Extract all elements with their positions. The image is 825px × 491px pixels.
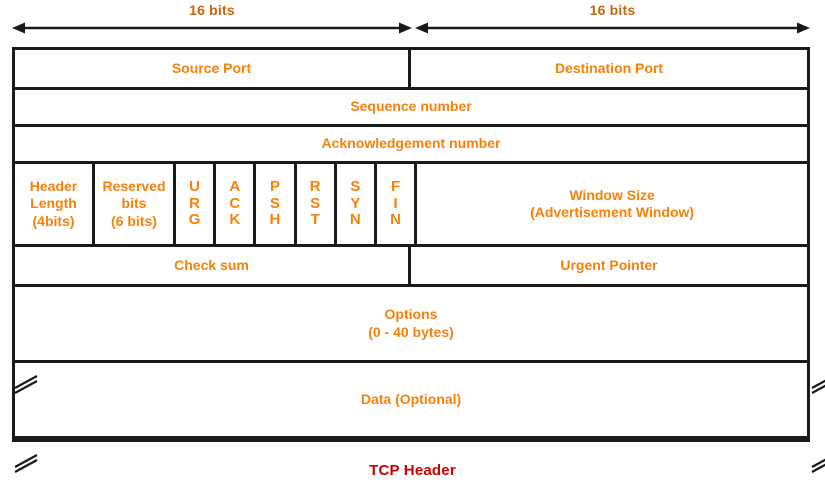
flag-fin-l3: N [390,211,401,229]
flag-rst-l3: T [310,211,320,229]
row-data: Data (Optional) [15,363,807,439]
flag-ack-l2: C [229,194,241,212]
ruler-label-right: 16 bits [589,2,636,18]
field-sequence-number: Sequence number [350,98,472,115]
flag-rst-l1: R [309,177,321,195]
field-reserved-bits: Reserved bits (6 bits) [95,164,176,244]
flag-urg-l2: R [189,194,200,212]
ruler-label-left: 16 bits [189,2,235,18]
field-flag-urg: U R G [176,164,217,244]
options-line2: (0 - 40 bytes) [368,323,454,340]
field-flag-ack: A C K [216,164,257,244]
header-length-line2: Length [30,195,77,212]
tcp-packet-table: Source Port Destination Port Sequence nu… [12,47,825,473]
row-checksum: Check sum Urgent Pointer [15,247,807,287]
flag-fin-letters: F I N [390,177,401,229]
ruler-half-left: 16 bits [12,0,412,46]
reserved-line3: (6 bits) [111,212,157,229]
field-header-length: Header Length (4bits) [15,164,95,244]
row-sequence-number: Sequence number [15,90,807,127]
flag-urg-l1: U [189,177,200,195]
flag-syn-letters: S Y N [349,177,361,229]
field-flag-rst: R S T [297,164,337,244]
flag-psh-letters: P S H [269,177,281,229]
row-flags: Header Length (4bits) Reserved bits (6 b… [15,164,807,247]
field-data-optional: Data (Optional) [360,390,462,407]
reserved-line1: Reserved [102,177,166,194]
flag-rst-l2: S [310,194,321,212]
reserved-line2: bits [121,195,147,212]
field-urgent-pointer: Urgent Pointer [560,256,658,273]
bit-width-ruler: 16 bits 16 bits [12,0,810,46]
flag-ack-l3: K [229,211,241,229]
flag-ack-l1: A [229,177,241,195]
row-acknowledgement-number: Acknowledgement number [15,127,807,164]
field-check-sum: Check sum [15,247,411,284]
flag-syn-l1: S [350,177,361,195]
flag-rst-letters: R S T [309,177,321,229]
options-line1: Options [384,306,438,322]
double-arrow-right-icon [415,20,810,36]
header-length-line3: (4bits) [32,212,75,229]
field-flag-fin: F I N [377,164,418,244]
flag-fin-l1: F [390,177,401,195]
header-length-line1: Header [29,177,78,194]
flag-psh-l1: P [269,177,280,195]
field-destination-port: Destination Port [554,59,664,76]
flag-urg-letters: U R G [188,177,201,229]
diagram-caption: TCP Header [369,462,456,479]
flag-syn-l3: N [349,211,361,229]
row-options: Options (0 - 40 bytes) [15,287,807,363]
flag-urg-l3: G [188,211,201,229]
field-flag-psh: P S H [256,164,297,244]
flag-ack-letters: A C K [229,177,241,229]
double-arrow-left-icon [12,20,412,36]
flag-psh-l3: H [269,211,281,229]
field-window-size: Window Size (Advertisement Window) [417,164,807,244]
field-source-port: Source Port [15,50,411,87]
window-size-line1: Window Size [569,186,655,203]
ruler-half-right: 16 bits [415,0,810,46]
row-ports: Source Port Destination Port [15,50,807,90]
flag-psh-l2: S [269,194,280,212]
field-flag-syn: S Y N [337,164,377,244]
break-mark-options-right-icon [808,365,825,399]
window-size-line2: (Advertisement Window) [530,204,695,220]
flag-syn-l2: Y [350,194,361,212]
flag-fin-l2: I [393,194,398,212]
field-acknowledgement-number: Acknowledgement number [321,135,501,152]
field-options: Options (0 - 40 bytes) [15,287,807,360]
